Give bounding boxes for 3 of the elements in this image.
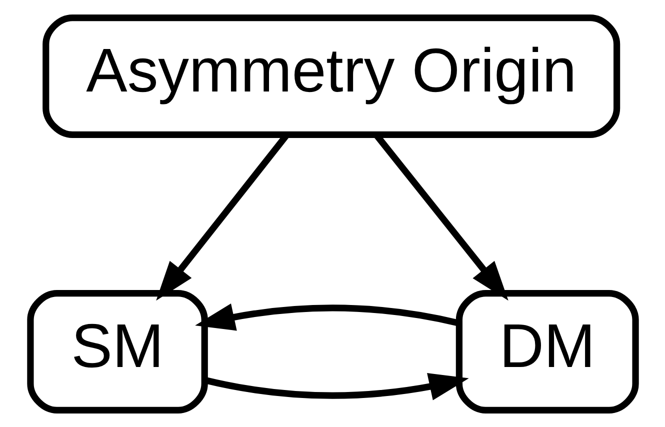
node-box: SM [26,290,208,413]
node-box: Asymmetry Origin [42,14,620,138]
node-box: DM [455,290,638,413]
